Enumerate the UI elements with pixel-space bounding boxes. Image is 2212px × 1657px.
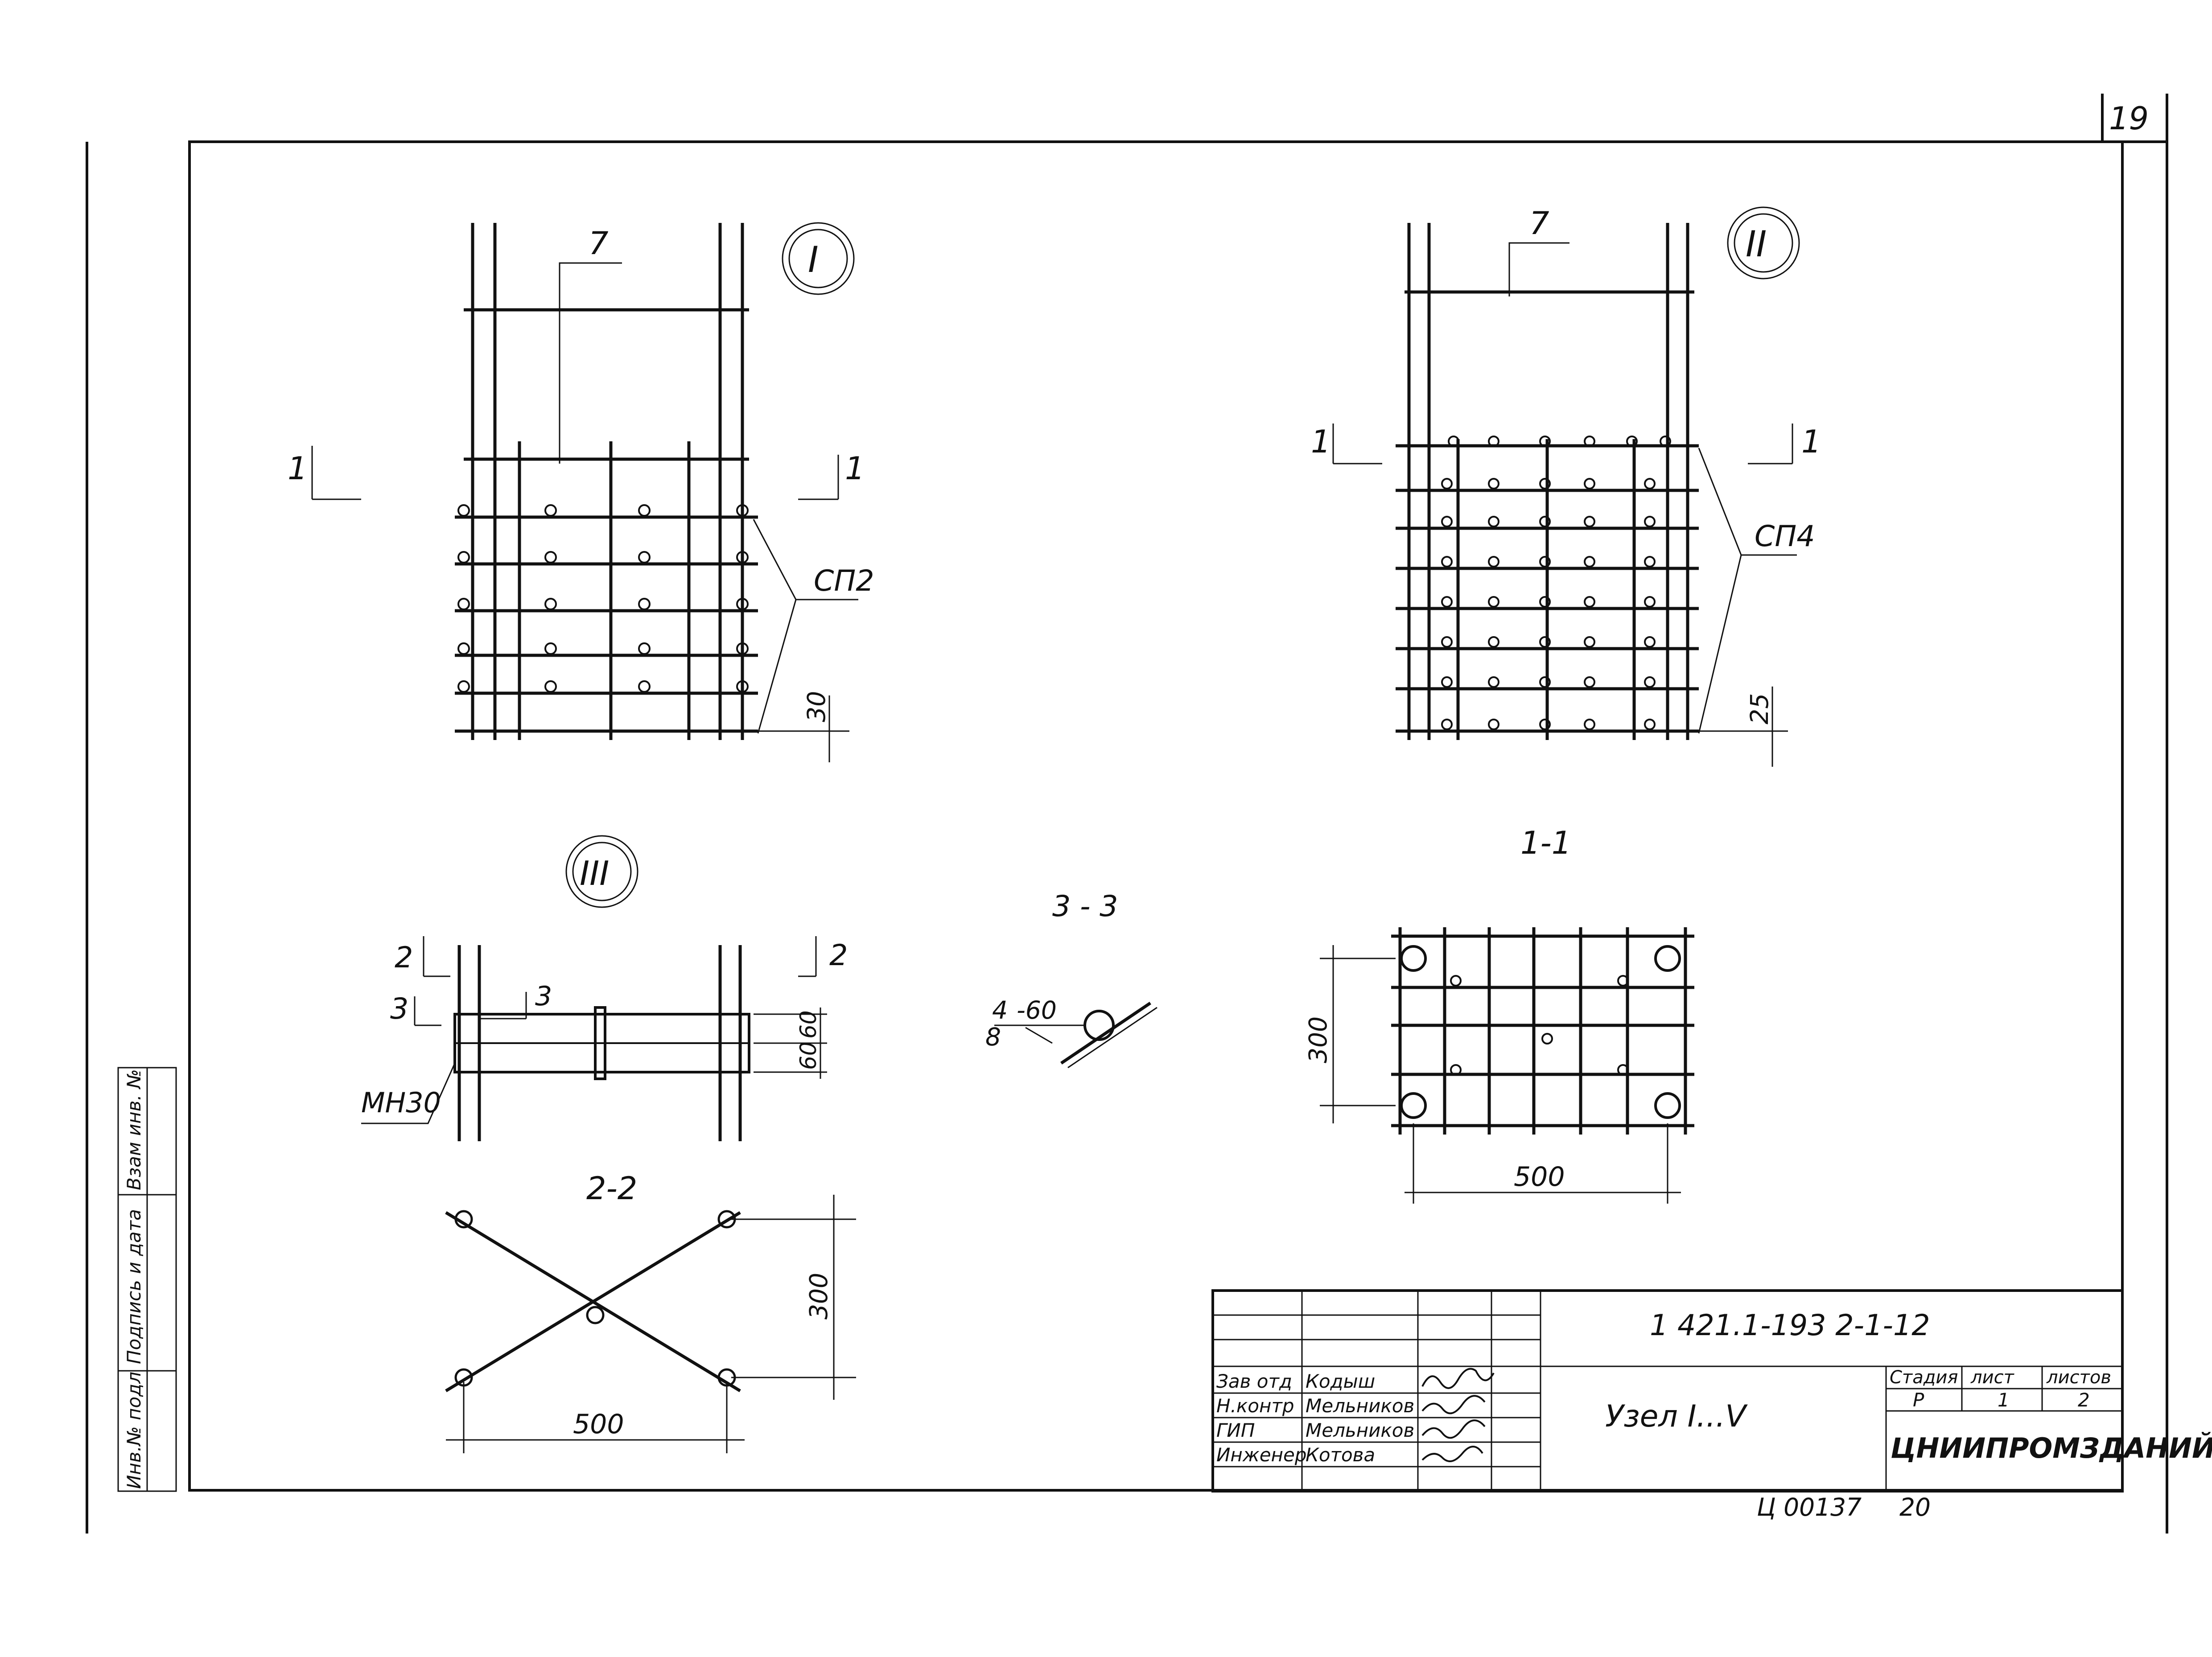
tb-sheets: 2: [2078, 1389, 2090, 1411]
section-1-1-dim-h: 300: [1304, 1016, 1332, 1063]
node-1-mesh-label: СП2: [814, 564, 874, 598]
node-2-section-mark-left: 1: [1311, 424, 1331, 460]
node-1-view: 7 I 1 1 СП2 30: [288, 222, 874, 762]
node-1-callout-7: 7: [589, 225, 609, 262]
section-1-1-dim-w: 500: [1514, 1161, 1565, 1192]
tb-sheet: 1: [1998, 1389, 2010, 1411]
title-block: Зав отд Кодыш Н.контр Мельников ГИП Мель…: [1211, 1289, 2212, 1493]
node-3-sect-2-right: 2: [829, 939, 848, 972]
section-3-3-weld-den: 8: [985, 1023, 1001, 1051]
tb-role-2: Н.контр: [1216, 1395, 1294, 1417]
tb-role-4: Инженер: [1216, 1444, 1307, 1466]
node-3-sect-2-left: 2: [395, 941, 413, 974]
tb-name-3: Мельников: [1306, 1419, 1414, 1441]
node-3-mesh-label: МН30: [361, 1086, 441, 1119]
node-3-label: III: [580, 854, 609, 893]
section-2-2-title: 2-2: [586, 1170, 637, 1207]
section-3-3-weld-len: -60: [1017, 996, 1057, 1024]
node-1-dim-30: 30: [802, 691, 831, 722]
section-2-2-dim-w: 500: [573, 1409, 624, 1440]
section-3-3: 3 - 3 4 8 -60: [985, 890, 1157, 1069]
tb-organization: ЦНИИПРОМЗДАНИЙ: [1891, 1432, 2212, 1464]
node-3-sect-3-left: 3: [390, 992, 408, 1026]
node-2-callout-7: 7: [1529, 205, 1549, 242]
node-1-label: I: [808, 239, 819, 280]
section-3-3-title: 3 - 3: [1052, 890, 1118, 923]
stamp-vzam-inv: Взам инв. №: [123, 1069, 145, 1190]
node-3-dim-b: 60: [795, 1041, 821, 1070]
node-3-view: III 2 2 3 3 МН30 60 60: [361, 835, 848, 1141]
node-3-dim-a: 60: [795, 1010, 821, 1039]
section-2-2-dim-h: 300: [804, 1273, 833, 1320]
tb-role-3: ГИП: [1216, 1419, 1255, 1441]
tb-sheet-header: лист: [1970, 1367, 2015, 1388]
node-2-section-mark-right: 1: [1801, 424, 1821, 460]
stamp-inv-podl: Инв.№ подл: [123, 1372, 145, 1489]
node-2-mesh-label: СП4: [1755, 520, 1815, 553]
section-2-2: 2-2 300 500: [445, 1170, 856, 1453]
tb-stage-header: Стадия: [1890, 1367, 1958, 1388]
node-2-dim-25: 25: [1745, 693, 1774, 724]
tb-stage: Р: [1913, 1389, 1924, 1411]
signatures: [1421, 1368, 1495, 1462]
tb-name-1: Кодыш: [1306, 1370, 1375, 1392]
stamp-podpis-data: Подпись и дата: [123, 1209, 145, 1364]
tb-doc-code: 1 421.1-193 2-1-12: [1650, 1309, 1930, 1342]
sheet-frame: [86, 94, 2168, 1534]
footer-code: Ц 00137: [1757, 1493, 1862, 1521]
sheet-number: 19: [2109, 100, 2149, 137]
node-1-section-mark-left: 1: [288, 450, 308, 487]
section-1-1-title: 1-1: [1520, 825, 1571, 861]
node-3-sect-3-right: 3: [535, 981, 552, 1012]
tb-title: Узел I...V: [1605, 1399, 1748, 1434]
node-1-section-mark-right: 1: [845, 450, 865, 487]
tb-name-4: Котова: [1306, 1444, 1375, 1466]
footer-number: 20: [1899, 1493, 1931, 1521]
section-3-3-weld-num: 4: [992, 996, 1008, 1024]
node-2-label: II: [1746, 223, 1767, 265]
tb-name-2: Мельников: [1306, 1395, 1414, 1417]
node-2-view: 7 II 1 1 СП4 25: [1311, 205, 1821, 767]
section-1-1: 1-1 300 500: [1304, 825, 1694, 1204]
tb-sheets-header: листов: [2046, 1367, 2111, 1388]
side-stamp: Взам инв. № Подпись и дата Инв.№ подл: [117, 1067, 177, 1492]
tb-role-1: Зав отд: [1216, 1370, 1292, 1392]
